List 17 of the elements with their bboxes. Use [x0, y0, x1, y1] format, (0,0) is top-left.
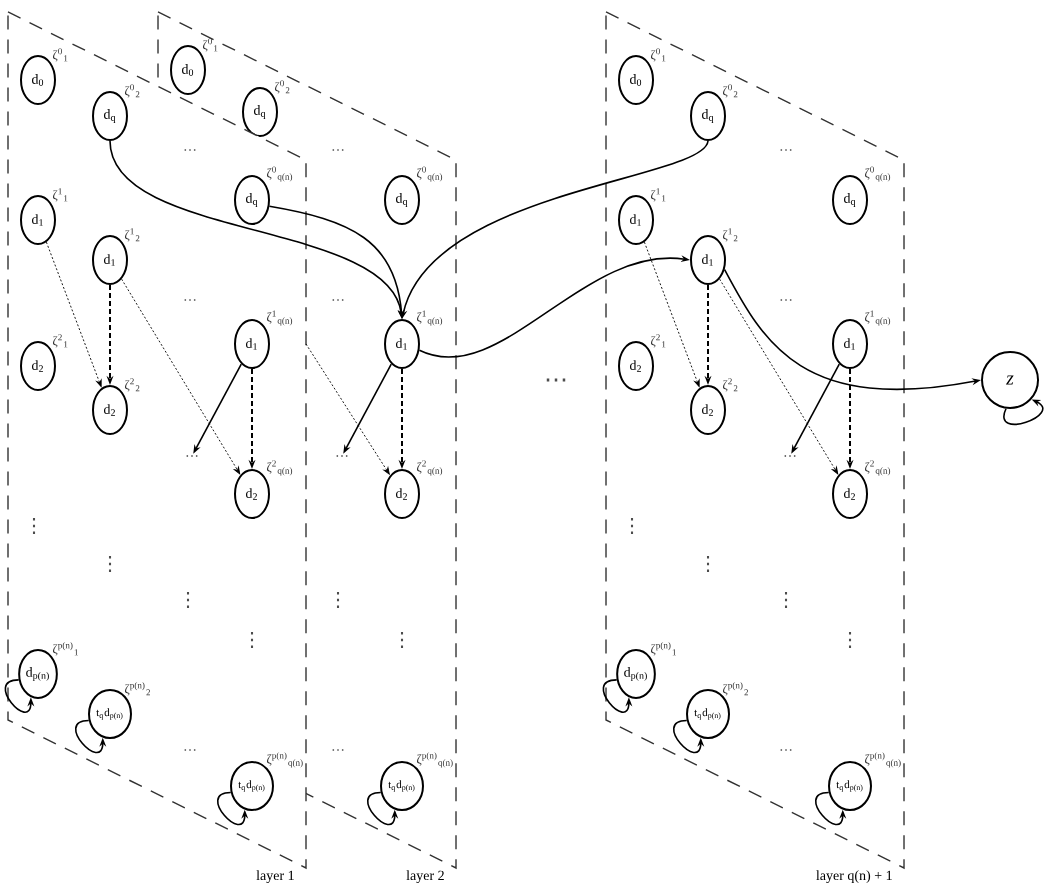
- vertical-ellipsis: ⋮: [785, 591, 788, 609]
- vertical-ellipsis: ⋮: [401, 631, 404, 649]
- dotted-arrow: [45, 241, 102, 388]
- dotted-arrow: [305, 343, 390, 475]
- vertical-ellipsis: ⋮: [108, 555, 112, 573]
- vertical-ellipsis: ⋮: [849, 631, 852, 649]
- vertical-ellipsis: ⋮: [631, 517, 634, 535]
- dotted-arrow: [643, 241, 700, 388]
- vertical-ellipsis: ⋮: [186, 591, 190, 609]
- vertical-ellipsis: ⋮: [250, 631, 254, 649]
- dotted-arrow: [121, 278, 241, 475]
- dotted-arrow: [719, 278, 839, 475]
- loop-arrow: [1003, 399, 1044, 426]
- vertical-ellipsis: ⋮: [32, 517, 36, 535]
- ellipsis: …: [546, 378, 566, 382]
- vertical-ellipsis: ⋮: [707, 555, 710, 573]
- vertical-ellipsis: ⋮: [336, 591, 340, 609]
